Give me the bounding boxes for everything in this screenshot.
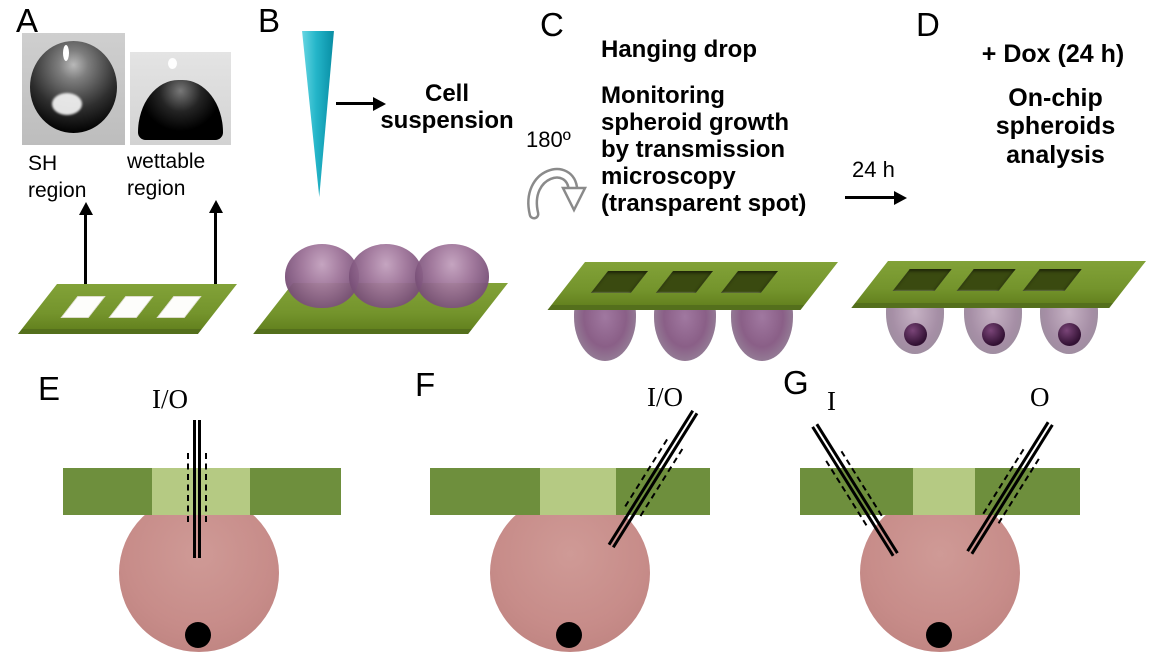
chip-d-hole-2 <box>956 269 1016 291</box>
seeded-droplet-3 <box>415 244 489 308</box>
panel-g-inlet-label: I <box>827 386 836 416</box>
chip-a-hole-2 <box>108 296 154 318</box>
flip-rotation-arrow-icon <box>521 150 591 227</box>
analysis-caption: On-chip spheroids analysis <box>995 84 1116 169</box>
panel-f-transparent-spot <box>540 468 616 515</box>
panel-f-io-label: I/O <box>647 382 683 412</box>
panel-e-transparent-spot <box>152 468 250 515</box>
dox-caption: + Dox (24 h) <box>981 40 1125 68</box>
pipette-tip-icon <box>302 31 334 197</box>
panel-e-chip-section <box>63 468 341 515</box>
chip-c-hole-1 <box>590 271 648 293</box>
sh-region-arrow <box>79 202 93 296</box>
chip-a <box>17 284 238 334</box>
sh-region-caption: SH region <box>28 152 87 203</box>
panel-e-spheroid-dot <box>185 622 211 648</box>
24h-label: 24 h <box>852 157 895 182</box>
hanging-drop-title: Hanging drop <box>601 36 757 63</box>
chip-a-hole-1 <box>60 296 106 318</box>
chip-d-hole-3 <box>1022 269 1082 291</box>
panel-f-spheroid-dot <box>556 622 582 648</box>
chip-c-hole-2 <box>655 271 713 293</box>
panel-g-label: G <box>783 364 809 401</box>
chip-d-hole-1 <box>892 269 952 291</box>
wettable-droplet-photo <box>130 52 231 145</box>
panel-f-chip-section <box>430 468 710 515</box>
seeded-droplet-1 <box>285 244 359 308</box>
panel-f-label: F <box>415 366 436 403</box>
panel-c-label: C <box>540 6 564 43</box>
panel-d-label: D <box>916 6 940 43</box>
chip-c-hole-3 <box>720 271 778 293</box>
spheroid-2 <box>982 323 1005 346</box>
wettable-droplet-dome <box>138 80 223 140</box>
cell-suspension-arrow <box>336 97 386 111</box>
spheroid-3 <box>1058 323 1081 346</box>
seeded-droplet-2 <box>349 244 423 308</box>
sh-droplet-reflection <box>52 93 82 115</box>
wettable-droplet-highlight <box>168 58 177 69</box>
sh-droplet-highlight <box>63 45 69 61</box>
panel-e-io-label: I/O <box>152 384 188 414</box>
panel-g-spheroid-dot <box>926 622 952 648</box>
chip-a-hole-3 <box>156 296 202 318</box>
panel-g-outlet-label: O <box>1030 382 1050 412</box>
panel-a-label: A <box>16 2 39 39</box>
chip-d <box>851 261 1146 308</box>
sh-droplet-sphere <box>30 41 117 133</box>
panel-e-io-needle <box>186 420 208 558</box>
24h-arrow <box>845 191 907 205</box>
monitoring-caption: Monitoring spheroid growth by transmissi… <box>601 82 807 218</box>
panel-g-transparent-spot <box>913 468 975 515</box>
sh-droplet-photo <box>22 33 125 145</box>
chip-c <box>547 262 838 310</box>
panel-b-label: B <box>258 2 281 39</box>
panel-e-label: E <box>38 370 61 407</box>
wettable-region-caption: wettable region <box>127 150 206 201</box>
wettable-region-arrow <box>209 200 223 290</box>
spheroid-1 <box>904 323 927 346</box>
cell-suspension-caption: Cell suspension <box>380 80 514 135</box>
rotation-180-label: 180º <box>526 127 571 152</box>
